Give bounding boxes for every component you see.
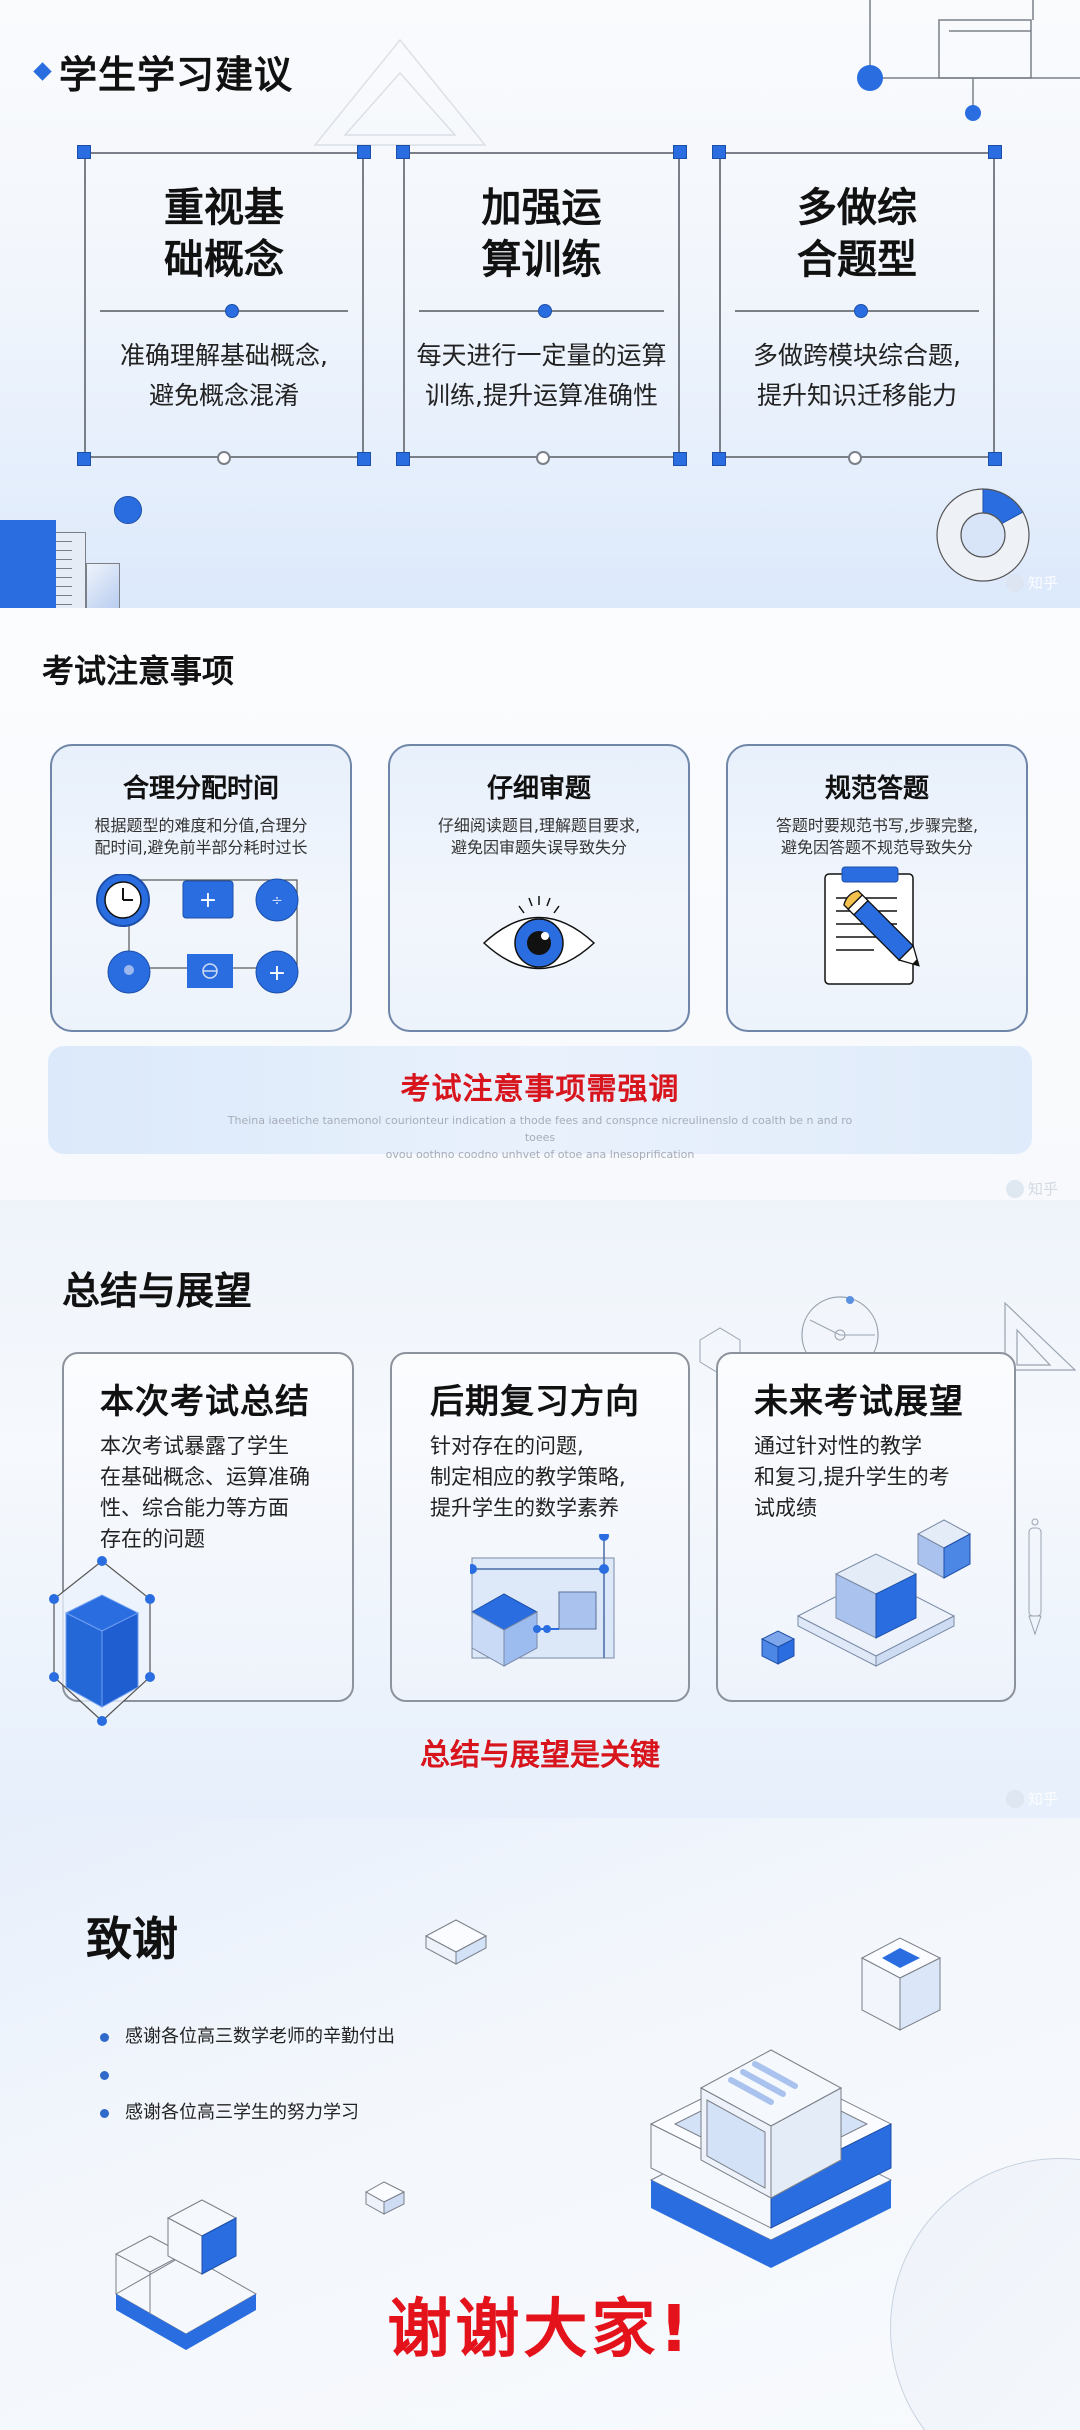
title-text: 学生学习建议 (59, 53, 294, 97)
closing-statement: 总结与展望是关键 (420, 1738, 660, 1773)
diamond-bullet-icon (33, 62, 52, 81)
tip-card-standard-answer: 规范答题 答题时要规范书写,步骤完整,避免因答题不规范导致失分 (726, 744, 1028, 1032)
list-item: 感谢各位高三数学老师的辛勤付出 (100, 2018, 395, 2056)
card-heading: 加强运算训练 (481, 185, 602, 283)
watermark: 知乎 (1005, 1788, 1058, 1809)
slide-title: 考试注意事项 (42, 652, 235, 690)
slide-title: 总结与展望 (62, 1269, 253, 1313)
bullet-dot-icon (100, 2108, 109, 2118)
slide-title: 学生学习建议 (33, 44, 294, 99)
card-heading: 仔细审题 (486, 774, 591, 804)
thanks-headline: 谢谢大家! (387, 2293, 693, 2367)
watermark: 知乎 (1005, 1178, 1058, 1199)
svg-text:+: + (199, 888, 217, 913)
isometric-tiny-cube-icon (364, 2181, 406, 2215)
card-heading: 后期复习方向 (430, 1382, 640, 1422)
tip-card-time-management: 合理分配时间 根据题型的难度和分值,合理分配时间,避免前半部分耗时过长 + ÷ … (50, 744, 352, 1032)
tip-card-read-carefully: 仔细审题 仔细阅读题目,理解题目要求,避免因审题失误导致失分 (388, 744, 690, 1032)
card-body: 通过针对性的教学和复习,提升学生的考试成绩 (754, 1434, 950, 1520)
eye-icon (482, 896, 596, 970)
slide-study-advice: 学生学习建议 重视基础概念 准确理解基础概念,避免概念混淆 加强运算训练 每天进… (0, 0, 1080, 608)
isometric-flat-box-icon (424, 1919, 488, 1965)
zhihu-logo-icon (1005, 573, 1024, 592)
advice-card-comprehensive: 多做综合题型 多做跨模块综合题,提升知识迁移能力 (712, 145, 1002, 466)
connector-dot-icon (854, 304, 868, 318)
card-heading: 规范答题 (824, 774, 929, 804)
card-heading: 本次考试总结 (100, 1382, 310, 1422)
clipboard-pencil-icon (824, 866, 920, 985)
card-body: 每天进行一定量的运算训练,提升运算准确性 (416, 341, 667, 410)
advice-card-basic-concepts: 重视基础概念 准确理解基础概念,避免概念混淆 (77, 145, 371, 466)
isometric-stacked-blocks-icon (114, 2199, 258, 2350)
divider (100, 310, 348, 312)
corner-handle-icon (396, 145, 410, 159)
zhihu-logo-icon (1005, 1179, 1024, 1198)
clock-flow-diagram-icon: + ÷ + (96, 874, 299, 994)
corner-handle-icon (77, 452, 91, 466)
card-body: 准确理解基础概念,避免概念混淆 (120, 341, 328, 410)
card-body: 本次考试暴露了学生在基础概念、运算准确 性、综合能力等方面存在的问题 (100, 1434, 310, 1551)
corner-handle-icon (712, 452, 726, 466)
watermark: 知乎 (1005, 572, 1058, 593)
corner-handle-icon (712, 145, 726, 159)
card-body: 答题时要规范书写,步骤完整,避免因答题不规范导致失分 (775, 816, 979, 857)
svg-text:+: + (268, 961, 286, 986)
card-body: 仔细阅读题目,理解题目要求,避免因审题失误导致失分 (437, 816, 641, 857)
connector-dot-icon (114, 496, 142, 524)
corner-handle-icon (357, 452, 371, 466)
slide-summary-outlook: 总结与展望 本次考试总结 本次考试暴露了学生在基础概念、运算准确 性、综合能力等… (0, 1200, 1080, 1818)
connector-dot-icon (538, 304, 552, 318)
triangle-ruler-decor-icon (313, 38, 487, 146)
corner-handle-icon (77, 145, 91, 159)
donut-chart-icon (936, 488, 1030, 582)
circuit-decor-icon (857, 0, 1080, 121)
card-body: 根据题型的难度和分值,合理分配时间,避免前半部分耗时过长 (94, 816, 308, 857)
list-item (100, 2056, 395, 2094)
bar-blocks-icon (0, 520, 56, 608)
acknowledgement-list: 感谢各位高三数学老师的辛勤付出 感谢各位高三学生的努力学习 (100, 2018, 395, 2132)
isometric-cubes-icon (760, 1519, 972, 1667)
bullet-dot-icon (100, 2032, 109, 2042)
connector-ring-icon (217, 451, 231, 465)
connector-ring-icon (848, 451, 862, 465)
bar-blocks-icon (86, 563, 120, 608)
banner-headline: 考试注意事项需强调 (400, 1072, 680, 1107)
isometric-server-icon (649, 2049, 893, 2268)
slide-exam-notes: 考试注意事项 合理分配时间 根据题型的难度和分值,合理分配时间,避免前半部分耗时… (0, 608, 1080, 1200)
banner-subtext: Theina iaeetiche tanemonol courionteur i… (227, 1114, 853, 1161)
cube-diagram-icon (470, 1534, 615, 1667)
card-heading: 未来考试展望 (754, 1382, 964, 1422)
corner-handle-icon (357, 145, 371, 159)
advice-card-computation: 加强运算训练 每天进行一定量的运算训练,提升运算准确性 (396, 145, 687, 466)
card-body: 多做跨模块综合题,提升知识迁移能力 (753, 341, 961, 410)
corner-handle-icon (673, 145, 687, 159)
emphasis-banner: 考试注意事项需强调 Theina iaeetiche tanemonol cou… (48, 1046, 1032, 1161)
summary-card-review-direction: 后期复习方向 针对存在的问题,制定相应的教学策略,提升学生的数学素养 (390, 1352, 690, 1702)
card-heading: 重视基础概念 (164, 185, 284, 283)
bullet-dot-icon (100, 2070, 109, 2080)
zhihu-logo-icon (1005, 1789, 1024, 1808)
corner-handle-icon (988, 145, 1002, 159)
card-body: 针对存在的问题,制定相应的教学策略,提升学生的数学素养 (430, 1434, 626, 1520)
card-heading: 多做综合题型 (797, 185, 917, 283)
pencil-decor-icon (1028, 1518, 1042, 1636)
hexagon-cube-icon (49, 1556, 155, 1726)
isometric-small-cube-icon (860, 1937, 942, 2031)
corner-handle-icon (988, 452, 1002, 466)
list-item: 感谢各位高三学生的努力学习 (100, 2094, 395, 2132)
connector-ring-icon (536, 451, 550, 465)
slide-acknowledgements: 致谢 感谢各位高三数学老师的辛勤付出 感谢各位高三学生的努力学习 (0, 1818, 1080, 2430)
slide-title: 致谢 (86, 1912, 178, 1966)
svg-text:÷: ÷ (271, 893, 283, 909)
bar-blocks-icon (56, 532, 86, 608)
card-heading: 合理分配时间 (122, 774, 279, 804)
corner-handle-icon (673, 452, 687, 466)
summary-card-future-outlook: 未来考试展望 通过针对性的教学和复习,提升学生的考试成绩 (716, 1352, 1016, 1702)
corner-handle-icon (396, 452, 410, 466)
connector-dot-icon (225, 304, 239, 318)
